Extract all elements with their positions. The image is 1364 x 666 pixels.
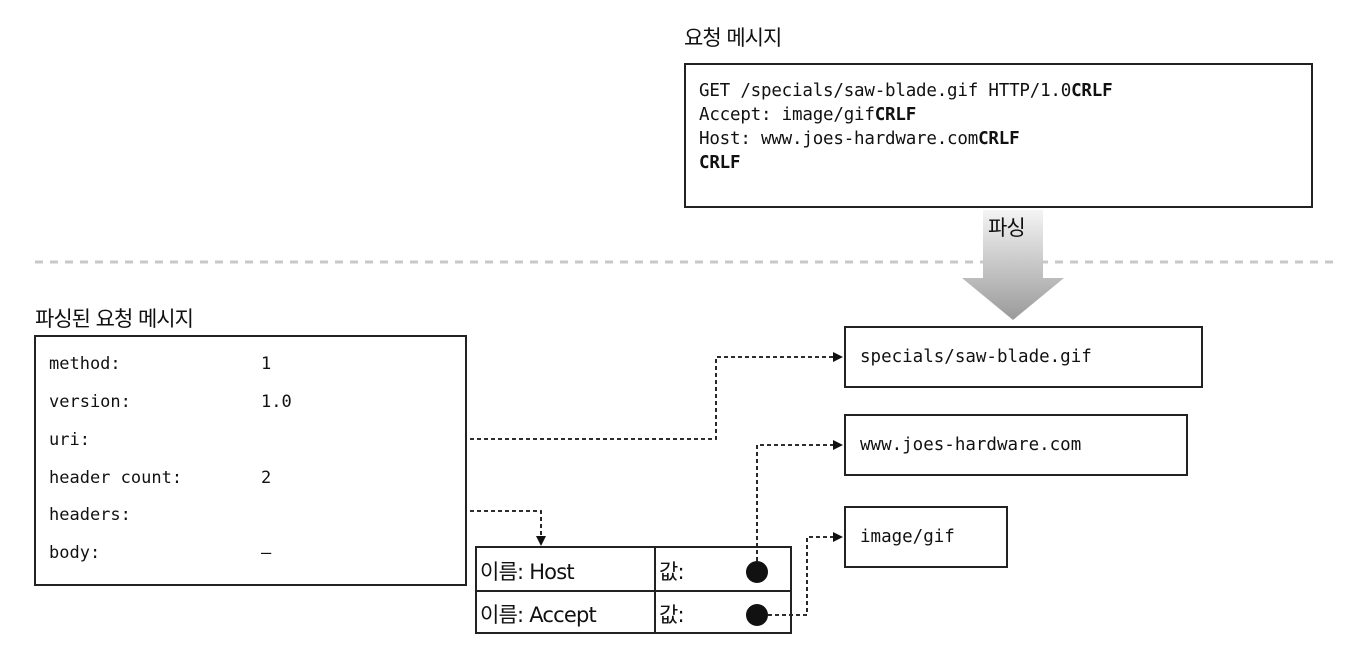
accept-header-text: Accept: image/gif (699, 105, 875, 125)
header-value-label: 값: (659, 560, 685, 584)
header-value-label: 값: (659, 603, 685, 627)
host-value: www.joes-hardware.com (860, 435, 1082, 455)
blank-line: CRLF (699, 151, 1311, 175)
request-line: GET /specials/saw-blade.gif HTTP/1.0CRLF (699, 79, 1311, 103)
header-name-host: 이름: Host (480, 560, 575, 584)
parsed-message-box: method: 1 version: 1.0 uri: header count: 2… (34, 335, 467, 586)
header-name-accept: 이름: Accept (480, 603, 597, 627)
field-value: – (261, 543, 272, 563)
host-value-connector (756, 440, 843, 561)
field-key: body: (49, 543, 101, 563)
field-value: 1.0 (261, 392, 292, 412)
field-value: 2 (261, 468, 272, 488)
field-key: uri: (49, 430, 90, 450)
accept-value-dot (746, 604, 768, 626)
crlf-marker: CRLF (699, 153, 741, 173)
field-key: header count: (49, 468, 183, 488)
uri-connector (281, 352, 843, 440)
request-message-box: GET /specials/saw-blade.gif HTTP/1.0CRLF… (684, 63, 1313, 208)
parse-label: 파싱 (988, 216, 1026, 240)
field-value: 1 (261, 354, 272, 374)
crlf-marker: CRLF (978, 129, 1020, 149)
parsed-message-caption: 파싱된 요청 메시지 (35, 307, 194, 331)
host-header-text: Host: www.joes-hardware.com (699, 129, 979, 149)
uri-value: specials/saw-blade.gif (860, 347, 1092, 367)
headers-table: 이름: Host 값: 이름: Accept 값: (475, 546, 792, 634)
row-divider (477, 590, 790, 592)
uri-target-box: specials/saw-blade.gif (844, 326, 1203, 388)
host-header-line: Host: www.joes-hardware.comCRLF (699, 127, 1311, 151)
field-key: headers: (49, 505, 131, 525)
request-message-caption: 요청 메시지 (684, 26, 782, 50)
field-key: method: (49, 354, 121, 374)
accept-header-line: Accept: image/gifCRLF (699, 103, 1311, 127)
parse-arrow-icon (962, 210, 1064, 320)
crlf-marker: CRLF (874, 105, 917, 125)
host-value-dot (746, 561, 768, 583)
accept-value-connector (768, 532, 843, 616)
field-key: version: (49, 392, 131, 412)
request-line-text: GET /specials/saw-blade.gif HTTP/1.0 (699, 81, 1072, 101)
crlf-marker: CRLF (1071, 81, 1113, 101)
accept-value: image/gif (860, 527, 955, 547)
host-target-box: www.joes-hardware.com (844, 414, 1188, 476)
accept-target-box: image/gif (844, 506, 1008, 568)
